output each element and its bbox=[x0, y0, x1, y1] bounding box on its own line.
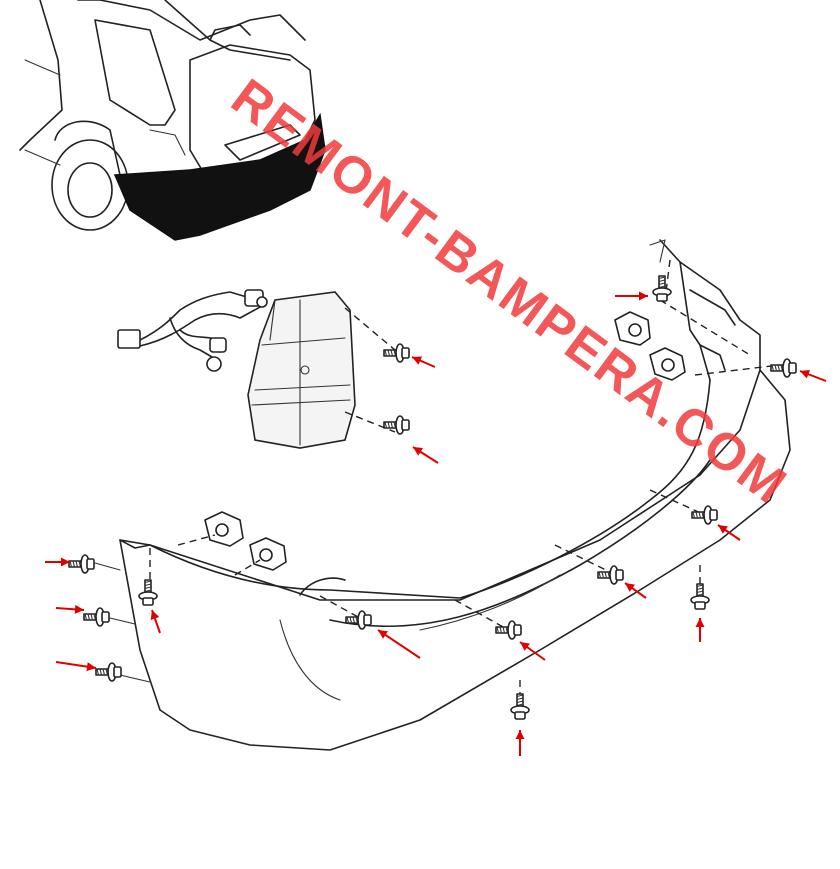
bolt-top-right-bracket-bolt bbox=[652, 275, 672, 302]
bolt-tail-lamp-upper-bolt bbox=[383, 343, 410, 363]
bolt-tail-lamp-lower-bolt bbox=[383, 415, 410, 435]
red-arrow-left-bracket-bolt bbox=[150, 609, 161, 634]
watermark-text: REMONT-BAMPERA.COM bbox=[221, 68, 798, 516]
fastener-indicator-arrows bbox=[45, 291, 827, 756]
red-arrow-bumper-top-bolt-1 bbox=[717, 524, 741, 541]
bolt-bottom-clip-left bbox=[510, 693, 530, 720]
red-arrow-bottom-clip-left bbox=[515, 730, 525, 756]
bolt-bottom-clip-right bbox=[690, 583, 710, 610]
red-arrow-bumper-top-bolt-3 bbox=[519, 641, 546, 661]
bolt-bumper-top-bolt-3 bbox=[495, 620, 522, 640]
bolt-right-side-bolt bbox=[770, 358, 797, 378]
bolt-bumper-top-bolt-2 bbox=[597, 565, 624, 585]
tail-lamp-wiring-harness bbox=[117, 289, 268, 372]
bolt-left-bracket-bolt bbox=[138, 579, 158, 606]
red-arrow-tail-lamp-upper-bolt bbox=[411, 356, 436, 368]
retainer-clip-upper bbox=[614, 311, 651, 346]
car-bumper-highlight bbox=[113, 112, 326, 241]
retainer-clip-left-lower bbox=[249, 537, 287, 571]
bolt-bumper-top-bolt-4 bbox=[345, 610, 372, 630]
bolt-left-side-clip-lower bbox=[95, 662, 122, 682]
rear-bumper bbox=[119, 239, 791, 751]
red-arrow-bumper-top-bolt-4 bbox=[377, 629, 421, 659]
red-arrow-bottom-clip-right bbox=[695, 618, 705, 642]
red-arrow-top-right-bracket-bolt bbox=[615, 291, 648, 301]
bolt-left-side-clip-middle bbox=[83, 607, 110, 627]
car-rear-view bbox=[19, 0, 326, 241]
bolt-bumper-top-bolt-1 bbox=[691, 505, 718, 525]
bolt-left-side-clip-upper bbox=[68, 554, 95, 574]
red-arrow-tail-lamp-lower-bolt bbox=[412, 446, 439, 464]
fastener-bolts bbox=[68, 275, 797, 720]
red-arrow-left-side-clip-upper bbox=[45, 557, 70, 567]
red-arrow-left-side-clip-lower bbox=[55, 661, 97, 672]
red-arrow-left-side-clip-middle bbox=[55, 604, 85, 614]
red-arrow-right-side-bolt bbox=[799, 370, 827, 382]
retainer-clip-left-upper bbox=[204, 511, 244, 547]
retainer-clip-lower bbox=[649, 347, 686, 381]
bumper-retainer-clips bbox=[204, 311, 686, 571]
red-arrow-bumper-top-bolt-2 bbox=[624, 582, 647, 599]
tail-lamp bbox=[247, 291, 356, 449]
